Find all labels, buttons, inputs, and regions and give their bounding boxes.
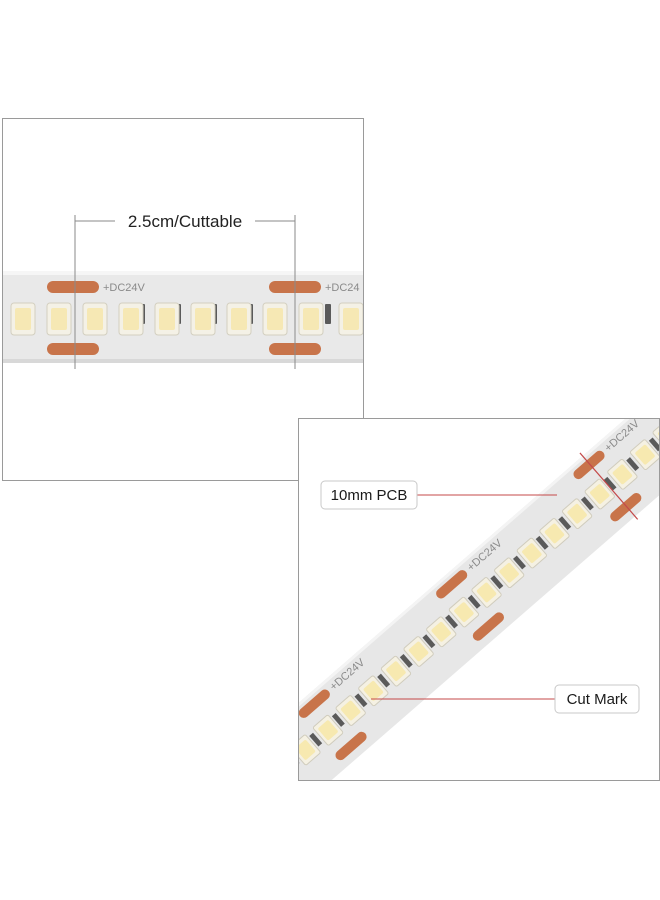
- resistor: [490, 575, 504, 590]
- resistor: [354, 693, 368, 708]
- strip-closeup-panel: +DC24V +DC24: [2, 118, 364, 481]
- dimension-line: [74, 215, 296, 369]
- pcb-print-label: +DC24: [325, 282, 360, 294]
- strip-diagonal-illustration: +DC24V +DC24V +DC24V 10mm PCB Cut Mark: [299, 419, 659, 780]
- led-chip: [380, 655, 412, 687]
- pcb-callout-label: 10mm PCB: [331, 487, 408, 504]
- led-chip: [471, 577, 502, 608]
- resistor: [309, 732, 323, 747]
- resistor: [648, 437, 659, 452]
- strip-closeup-illustration: +DC24V +DC24: [3, 119, 363, 480]
- resistor: [422, 634, 436, 649]
- resistor: [399, 653, 413, 668]
- resistor: [603, 476, 617, 491]
- copper-pad: [299, 450, 642, 761]
- led-row: [299, 419, 659, 767]
- resistor: [467, 594, 481, 609]
- resistor: [512, 555, 526, 570]
- resistor: [558, 516, 572, 531]
- led-chip: [584, 478, 615, 510]
- led-chip: [426, 616, 457, 648]
- resistor: [580, 496, 594, 511]
- led-chip: [629, 439, 659, 470]
- led-row: [10, 302, 363, 336]
- led-chip: [494, 557, 525, 589]
- resistor: [626, 457, 640, 472]
- led-chip: [516, 537, 547, 569]
- resistor: [445, 614, 459, 629]
- copper-pad: [47, 343, 99, 355]
- led-chip: [299, 734, 321, 766]
- led-chip: [312, 714, 344, 746]
- led-chip: [448, 596, 480, 628]
- pcb-callout-box: [320, 480, 418, 510]
- pcb-print-label: +DC24V: [103, 282, 146, 294]
- resistor: [377, 673, 391, 688]
- copper-pad: [47, 281, 99, 293]
- strip-diagonal-panel: +DC24V +DC24V +DC24V 10mm PCB Cut Mark: [298, 418, 660, 781]
- resistor: [331, 713, 345, 727]
- led-chip: [562, 498, 593, 530]
- cut-callout-box: [554, 684, 640, 714]
- led-chip: [403, 636, 434, 667]
- led-chip: [607, 459, 638, 490]
- led-chip: [539, 518, 570, 549]
- resistor: [535, 535, 549, 550]
- cut-callout-label: Cut Mark: [567, 691, 628, 708]
- led-chip: [335, 695, 366, 726]
- led-chip: [358, 675, 389, 707]
- cut-mark-line: [579, 452, 639, 520]
- dimension-label: 2.5cm/Cuttable: [128, 212, 242, 231]
